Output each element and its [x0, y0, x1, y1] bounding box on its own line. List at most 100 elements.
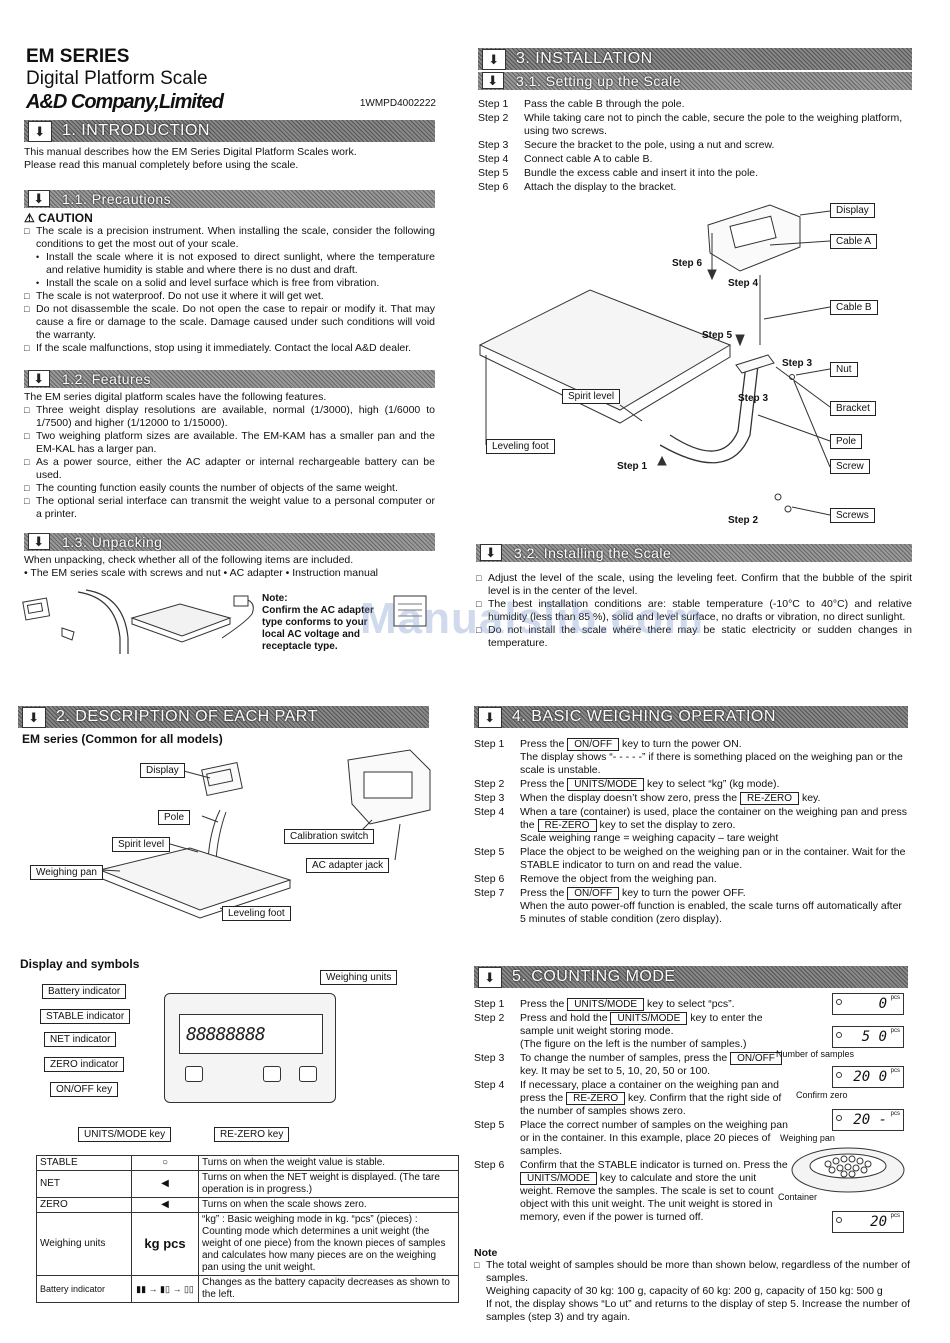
section-title: 1.3. Unpacking [62, 534, 163, 550]
symbol-name: ZERO [36, 1197, 132, 1213]
features-intro: The EM series digital platform scales ha… [24, 391, 327, 403]
features-list: Three weight display resolutions are ava… [24, 404, 435, 521]
unpacking-intro: When unpacking, check whether all of the… [24, 554, 354, 566]
symbol-name: Weighing units [36, 1212, 132, 1276]
section-title: 1.2. Features [62, 371, 151, 387]
step-text: If necessary, place a container on the w… [520, 1079, 782, 1117]
diagram-step-6: Step 6 [672, 258, 703, 269]
symbol-glyph: ▮▮ → ▮▯ → ▯▯ [131, 1275, 199, 1303]
list-item: The scale is not waterproof. Do not use … [24, 290, 435, 303]
section-description-bar: ⬇ 2. DESCRIPTION OF EACH PART [18, 706, 429, 728]
section-unpacking-bar: ⬇ 1.3. Unpacking [24, 533, 435, 551]
step-row: Step 5 Place the correct number of sampl… [474, 1119, 790, 1159]
fig-label-weighing-pan: Weighing pan [780, 1133, 835, 1143]
list-item: If the scale malfunctions, stop using it… [24, 342, 435, 355]
lcd-window: 88888888 [179, 1014, 323, 1054]
counting-note: Note The total weight of samples should … [474, 1247, 910, 1324]
section-5: ⬇ 5. COUNTING MODE [474, 966, 908, 988]
download-icon: ⬇ [28, 121, 52, 142]
download-icon: ⬇ [28, 370, 50, 387]
callout-spirit-level: Spirit level [112, 837, 171, 852]
diagram-label-display: Display [830, 203, 875, 218]
list-item: Do not disassemble the scale. Do not ope… [24, 303, 435, 342]
display-symbols-title: Display and symbols [20, 957, 140, 971]
step-text: Press and hold the UNITS/MODE key to ent… [520, 1012, 763, 1050]
fig-label-number-of-samples: Number of samples [776, 1049, 855, 1059]
counting-steps: Step 1 Press the UNITS/MODE key to selec… [474, 998, 790, 1225]
intro-line: This manual describes how the EM Series … [24, 146, 357, 158]
step-text: Secure the bracket to the pole, using a … [524, 139, 775, 151]
note-line: receptacle type. [262, 641, 338, 652]
step-label: Step 4 [478, 153, 509, 165]
manual-booklet-drawing [393, 595, 427, 627]
symbol-glyph: ○ [131, 1155, 199, 1171]
download-icon: ⬇ [478, 967, 502, 988]
note-list: The total weight of samples should be mo… [474, 1259, 910, 1324]
unpacking-illustration [22, 589, 254, 654]
diagram-step-5: Step 5 [702, 330, 733, 341]
list-item: Two weighing platform sizes are availabl… [24, 430, 435, 456]
watermark: Manualslib.com [360, 594, 705, 643]
onoff-key-label: ON/OFF [567, 738, 620, 751]
step-row: Step 4 If necessary, place a container o… [474, 1079, 790, 1119]
step-label: Step 7 [474, 887, 505, 899]
callout-rezero-key: RE-ZERO key [214, 1127, 290, 1142]
step-text: When the display doesn’t show zero, pres… [520, 792, 821, 805]
ac-adapter-drawing [221, 595, 254, 639]
step-text: When a tare (container) is used, place t… [520, 806, 907, 844]
section-4: ⬇ 4. BASIC WEIGHING OPERATION Step 1 Pre… [474, 706, 908, 927]
scale-parts-illustration [98, 749, 431, 919]
symbol-name: Battery indicator [36, 1275, 132, 1303]
diagram-label-pole: Pole [830, 434, 863, 449]
step-text: Pass the cable B through the pole. [524, 98, 685, 110]
unitsmode-key-label: UNITS/MODE [567, 998, 645, 1011]
onoff-key[interactable] [185, 1066, 203, 1082]
table-row: STABLE ○ Turns on when the weight value … [36, 1155, 459, 1171]
step-text: Place the correct number of samples on t… [520, 1119, 788, 1157]
unitsmode-key[interactable] [263, 1066, 281, 1082]
section-title: 5. COUNTING MODE [512, 968, 676, 985]
section-features-bar: ⬇ 1.2. Features [24, 370, 435, 388]
note-title: Note [474, 1247, 498, 1259]
step-label: Step 4 [474, 1079, 505, 1091]
symbol-name: STABLE [36, 1155, 132, 1171]
step-row: Step 5 Place the object to be weighed on… [474, 846, 908, 873]
download-icon: ⬇ [482, 72, 504, 89]
fig-label-confirm-zero: Confirm zero [796, 1090, 848, 1100]
callout-stable-indicator: STABLE indicator [40, 1009, 131, 1024]
download-icon: ⬇ [22, 707, 46, 728]
diagram-step-3b: Step 3 [738, 393, 769, 404]
table-row: ZERO ◀ Turns on when the scale shows zer… [36, 1197, 459, 1213]
callout-leveling-foot: Leveling foot [222, 906, 291, 921]
symbol-glyph: kg pcs [131, 1212, 199, 1276]
table-row: Weighing units kg pcs “kg” : Basic weigh… [36, 1212, 459, 1276]
section-installation-bar: ⬇ 3. INSTALLATION [478, 48, 912, 70]
samples-on-pan-drawing [791, 1147, 905, 1193]
step-text: Bundle the excess cable and insert it in… [524, 167, 759, 179]
callout-display: Display [140, 763, 185, 778]
list-item: Install the scale where it is not expose… [36, 251, 435, 277]
diagram-step-4: Step 4 [728, 278, 759, 289]
unpacking-note: Note: Confirm the AC adapter type confor… [262, 593, 382, 653]
callout-net-indicator: NET indicator [44, 1032, 117, 1047]
symbol-desc: Changes as the battery capacity decrease… [198, 1275, 459, 1303]
step-label: Step 4 [474, 806, 505, 818]
unitsmode-key-label: UNITS/MODE [567, 778, 645, 791]
list-item: Do not install the scale where there may… [476, 624, 912, 650]
section-title: 1.1. Precautions [62, 191, 172, 207]
step-row: Step 2 Press and hold the UNITS/MODE key… [474, 1012, 790, 1052]
step-label: Step 3 [474, 1052, 505, 1064]
rezero-key[interactable] [299, 1066, 317, 1082]
symbol-glyph: ◀ [131, 1197, 199, 1213]
step-row: Step 6 Confirm that the STABLE indicator… [474, 1159, 790, 1225]
list-item: Adjust the level of the scale, using the… [476, 572, 912, 598]
bracket-drawing [61, 627, 75, 641]
section-setting-up-bar: ⬇ 3.1. Setting up the Scale [478, 72, 912, 90]
